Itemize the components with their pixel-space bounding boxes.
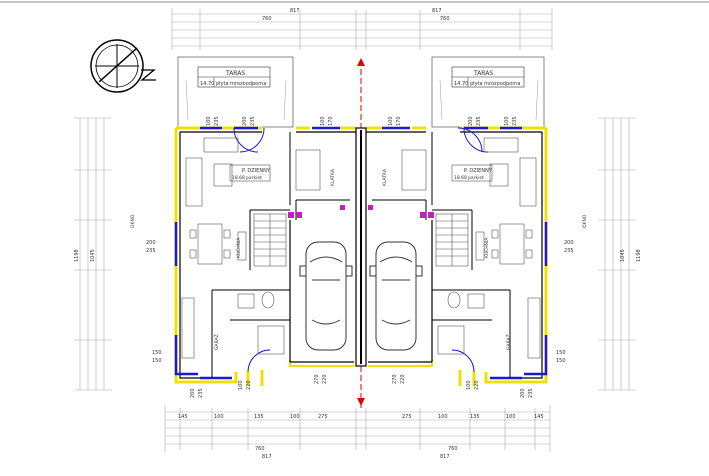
vent-markers [288, 205, 434, 218]
window-mark-side-right-b: 235 [564, 248, 574, 254]
window-mark-top-left2-a: 200 [242, 116, 248, 126]
window-mark-bottom-door-left-b: 220 [246, 380, 252, 390]
terrace-left-finish: płyta mrozoodporna [216, 81, 266, 87]
terrace-right-finish: płyta mrozoodporna [470, 81, 520, 87]
living-right-name: P. DZIENNY [464, 168, 493, 174]
dim-bottom-total: 817 [262, 454, 272, 460]
terrace-left-area: 14.70 [200, 81, 214, 87]
outer-walls [174, 126, 548, 386]
window-mark-bottom-left-a: 150 [152, 350, 162, 356]
garage-right-name: GARAŻ [505, 334, 512, 350]
garage-left-name: GARAŻ [213, 334, 220, 350]
window-mark-tags: 200 235 200 235 150 150 150 150 [146, 240, 574, 364]
interior-walls [211, 132, 511, 378]
dim-top-total-right: 817 [432, 8, 442, 14]
window-mark-top-left2-b: 235 [250, 116, 256, 126]
terrace-left [177, 56, 294, 128]
window-mark-top-right-b: 235 [476, 116, 482, 126]
furniture-left [181, 137, 321, 359]
window-mark-bottom-corner-right-b: 235 [528, 388, 534, 398]
window-mark-bottom-corner-right-a: 200 [520, 388, 526, 398]
dim-bottom-total-right: 817 [440, 454, 450, 460]
window-left-name: OKNO [130, 214, 136, 228]
kitchen-left-name: KUCHNIA [236, 237, 242, 258]
top-dimensions [171, 8, 553, 50]
window-right-name: OKNO [582, 214, 588, 228]
window-mark-bottom-garage-right-a: 270 [392, 374, 398, 384]
window-mark-side-right-a: 200 [564, 240, 574, 246]
stairs-right [435, 213, 469, 267]
right-dimensions [598, 117, 636, 391]
dim-top-sub: 760 [262, 16, 272, 22]
dim-bottom-275: 275 [318, 414, 328, 420]
dim-bottom-275r: 275 [402, 414, 412, 420]
door-swings [233, 127, 489, 373]
window-mark-top-center-right-a: 100 [388, 116, 394, 126]
dim-bottom-100a: 100 [214, 414, 224, 420]
living-right-finish: parkiet [468, 175, 484, 181]
kitchen-right-name: KUCHNIA [484, 237, 490, 258]
window-mark-bottom-garage-right-b: 220 [400, 374, 406, 384]
window-mark-bottom-door-right-b: 220 [474, 380, 480, 390]
dim-bottom-sub-right: 760 [448, 446, 458, 452]
living-right-area: 18.68 [454, 175, 467, 181]
room-label-boxes [229, 164, 493, 182]
staircase-right-name: KLATKA [382, 168, 388, 186]
north-arrow-icon [90, 39, 156, 93]
bottom-dimensions [164, 405, 551, 452]
window-mark-top-left-b: 235 [214, 116, 220, 126]
window-mark-bottom-right-a: 150 [556, 350, 566, 356]
dim-bottom-100b: 100 [290, 414, 300, 420]
terrace-right [431, 56, 545, 128]
dim-left-total: 1198 [74, 249, 80, 262]
dim-bottom-145r: 145 [534, 414, 544, 420]
dim-top-total: 817 [290, 8, 300, 14]
dim-bottom-135: 135 [254, 414, 264, 420]
window-mark-bottom-left-b: 150 [152, 358, 162, 364]
car-left-icon [299, 241, 353, 351]
dim-bottom-sub: 760 [255, 446, 265, 452]
furniture-right [401, 137, 541, 359]
stairs-left [253, 213, 287, 267]
dim-top-sub-right: 760 [440, 16, 450, 22]
window-mark-top-center-right-b: 170 [396, 116, 402, 126]
windows [174, 126, 548, 380]
window-mark-top-right2-b: 235 [512, 116, 518, 126]
window-mark-bottom-right-b: 150 [556, 358, 566, 364]
window-mark-top-right-a: 200 [468, 116, 474, 126]
dim-bottom-135r: 135 [470, 414, 480, 420]
living-left-area: 18.68 [232, 175, 245, 181]
window-mark-top-left-a: 100 [206, 116, 212, 126]
window-mark-top-right2-a: 100 [504, 116, 510, 126]
terrace-left-name: TARAS [225, 70, 245, 77]
window-mark-bottom-door-right-a: 100 [466, 380, 472, 390]
car-right-icon [369, 241, 423, 351]
living-left-name: P. DZIENNY [242, 168, 271, 174]
axis-arrow-top-icon [357, 58, 365, 66]
terrace-right-area: 14.70 [454, 81, 468, 87]
dim-bottom-145a: 145 [178, 414, 188, 420]
dim-bottom-100r2: 100 [506, 414, 516, 420]
window-mark-bottom-garage-left-a: 270 [314, 374, 320, 384]
dim-bottom-100r: 100 [438, 414, 448, 420]
terrace-right-name: TARAS [473, 70, 493, 77]
dim-right-sub: 1045 [620, 249, 626, 262]
window-mark-bottom-corner-left-b: 235 [198, 388, 204, 398]
left-dimensions [74, 117, 112, 391]
staircase-left-name: KLATKA [330, 168, 336, 186]
window-mark-bottom-garage-left-b: 220 [322, 374, 328, 384]
window-mark-bottom-corner-left-a: 200 [190, 388, 196, 398]
dim-left-sub: 1045 [90, 249, 96, 262]
dim-right-total: 1198 [636, 249, 642, 262]
axis-arrow-bottom-icon [357, 398, 365, 406]
living-left-finish: parkiet [246, 175, 262, 181]
window-mark-side-left-a: 200 [146, 240, 156, 246]
window-mark-top-center-left-a: 100 [320, 116, 326, 126]
window-mark-bottom-door-left-a: 100 [238, 380, 244, 390]
window-mark-side-left-b: 235 [146, 248, 156, 254]
window-mark-top-center-left-b: 170 [328, 116, 334, 126]
